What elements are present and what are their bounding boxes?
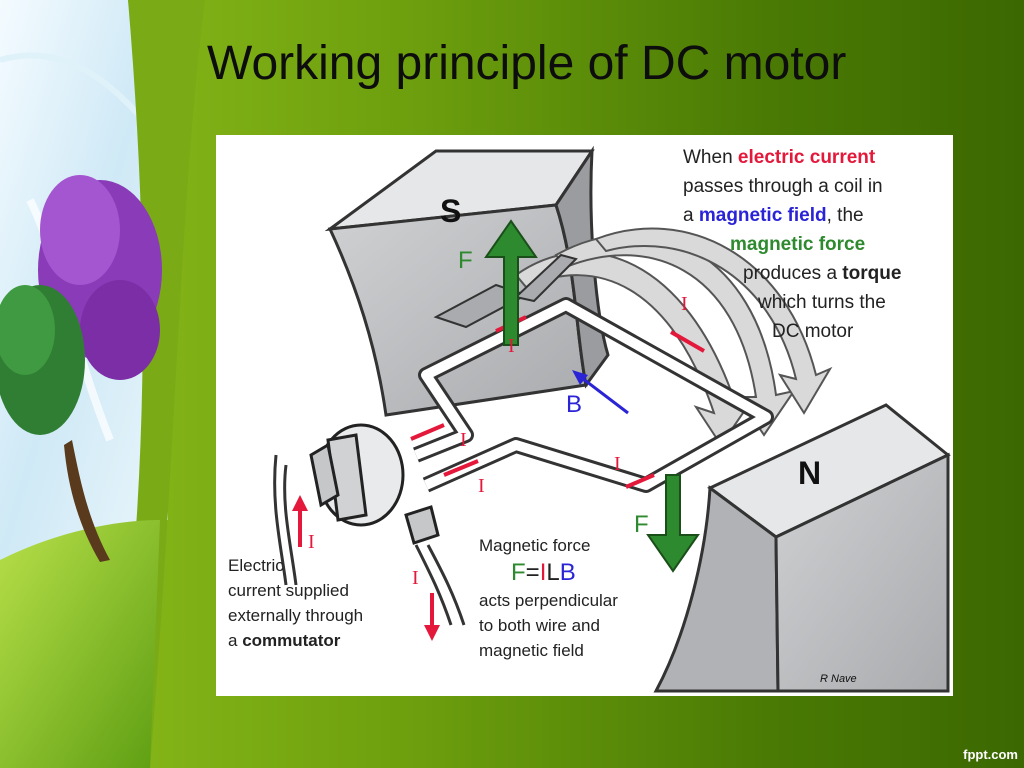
field-label-b: B [566, 391, 583, 418]
current-label-7: I [412, 567, 419, 589]
force-arrow-up [484, 219, 538, 346]
current-label-6: I [308, 531, 315, 553]
south-pole-label: S [440, 193, 462, 229]
north-magnet [653, 403, 951, 693]
current-label-5: I [614, 453, 621, 475]
motor-drawing [273, 145, 951, 693]
north-pole-label: N [798, 455, 822, 491]
current-label-4: I [478, 475, 485, 497]
coil-wire [413, 297, 774, 493]
current-label-3: I [460, 429, 467, 451]
south-magnet [324, 145, 610, 417]
force-caption: Magnetic force F=ILB acts perpendicular … [479, 536, 618, 660]
commutator-caption: Electric current supplied externally thr… [228, 556, 364, 650]
commutator [273, 423, 466, 626]
footer-brand: fppt.com [963, 747, 1018, 762]
force-formula: F=ILB [511, 559, 576, 586]
force-label-bottom: F [634, 511, 649, 538]
force-label-top: F [458, 247, 473, 274]
field-arrow-b [572, 370, 629, 415]
credit-label: R Nave [820, 673, 857, 685]
slide-title: Working principle of DC motor [207, 37, 847, 90]
force-arrow-down [646, 474, 700, 573]
dc-motor-diagram: S N F F B I I I I I I I When electric cu… [216, 135, 953, 696]
current-label-2: I [681, 293, 688, 315]
description-text: When electric current passes through a c… [683, 147, 902, 342]
current-arrows [410, 315, 705, 489]
commutator-current-arrows [292, 495, 440, 641]
current-label-1: I [508, 335, 515, 357]
